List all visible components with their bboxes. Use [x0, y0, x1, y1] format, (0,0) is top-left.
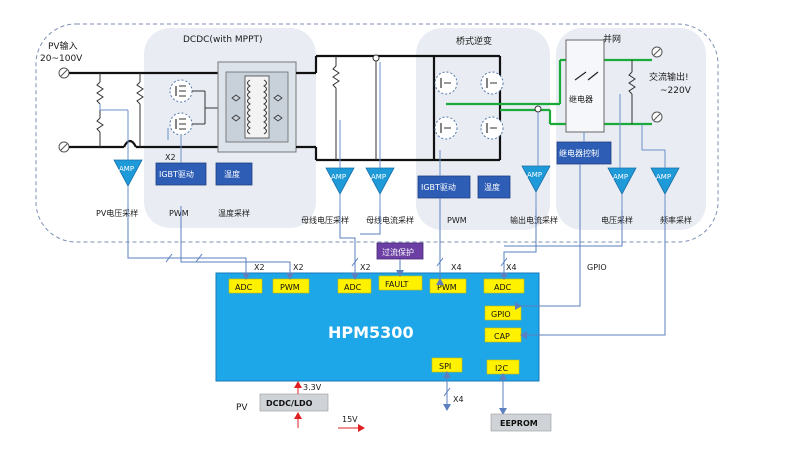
bus-capacitor-resistor: [332, 54, 380, 160]
pin-adc-3-label: ADC: [494, 283, 512, 292]
relay-label: 继电器: [569, 94, 593, 104]
eeprom-block: [490, 413, 552, 432]
amp-pv-voltage-label: AMP: [119, 165, 134, 173]
voltage-sample-label: 电压采样: [601, 215, 633, 225]
bus-slash-marks: [165, 253, 508, 397]
pin-pwm-2-label: PWM: [437, 283, 457, 292]
pwm-left-label: PWM: [169, 209, 189, 218]
bus-count-x4-b: X4: [506, 263, 517, 272]
amp-pv-voltage: AMP: [113, 159, 143, 187]
temp-block-left: [215, 162, 253, 186]
mcu-input-buses: [127, 164, 666, 415]
transformer-block: [217, 61, 297, 153]
bus-count-x2-a: X2: [254, 263, 265, 272]
inverter-mosfet-tr: [480, 71, 504, 95]
amp-output-current: AMP: [521, 165, 551, 193]
pin-gpio: [484, 305, 522, 321]
igbt-driver-mid-label: IGBT驱动: [421, 182, 456, 192]
overcurrent-protection-label: 过流保护: [382, 247, 414, 257]
input-sense-resistors: [96, 73, 144, 147]
pin-gpio-label: GPIO: [491, 310, 511, 319]
grid-section-title: 并网: [603, 33, 621, 45]
bus-voltage-sample-label: 母线电压采样: [301, 215, 349, 225]
inverter-section-title: 桥式逆变: [456, 35, 492, 47]
gpio-line-label: GPIO: [587, 263, 607, 272]
pv-terminal-bottom: [58, 141, 70, 153]
output-current-sample-label: 输出电流采样: [510, 215, 558, 225]
ac-terminal-bottom: [651, 111, 663, 123]
mcu-name: HPM5300: [328, 323, 414, 342]
inverter-mosfet-tl: [434, 71, 458, 95]
v33-label: 3.3V: [303, 383, 322, 392]
pwm-mid-label: PWM: [447, 216, 467, 225]
power-stage-boundary: [35, 23, 719, 243]
frequency-sample-label: 频率采样: [660, 215, 692, 225]
temp-block-mid: [477, 175, 511, 199]
sense-signal-lines: [99, 62, 666, 210]
temp-sample-label: 温度采样: [218, 208, 250, 218]
dcdc-mosfet-bottom: [169, 112, 193, 136]
amp-voltage-label: AMP: [613, 173, 628, 181]
amp-bus-voltage-label: AMP: [331, 173, 346, 181]
amp-output-current-label: AMP: [527, 171, 542, 179]
temp-block-left-label: 温度: [224, 169, 240, 179]
pin-fault-label: FAULT: [385, 280, 409, 289]
ac-output-label: 交流输出!: [649, 71, 689, 83]
dcdc-ldo-label: DCDC/LDO: [266, 399, 313, 408]
amp-bus-current: AMP: [365, 167, 395, 195]
dcdc-section-title: DCDC(with MPPT): [183, 35, 263, 45]
bus-count-x4-spi: X4: [453, 395, 464, 404]
igbt-driver-left-label: IGBT驱动: [159, 169, 194, 179]
pin-adc-2-label: ADC: [344, 283, 362, 292]
v15-label: 15V: [342, 415, 358, 424]
bus-current-sample-label: 母线电流采样: [366, 215, 414, 225]
pin-spi-label: SPI: [439, 362, 451, 371]
relay-block: 继电器: [565, 39, 605, 133]
inverter-mosfet-bl: [434, 116, 458, 140]
pv-terminal-top: [58, 67, 70, 79]
pv-input-range: 20~100V: [40, 54, 83, 64]
pin-pwm-1-label: PWM: [280, 283, 300, 292]
inverter-mosfet-br: [480, 116, 504, 140]
amp-voltage: AMP: [607, 167, 637, 195]
pin-cap-label: CAP: [494, 332, 510, 341]
dcdc-ldo-block: [259, 393, 329, 412]
bus-count-x4-a: X4: [451, 263, 462, 272]
ac-terminal-top: [651, 46, 663, 58]
driver-x2-label: X2: [165, 153, 176, 162]
ac-output-range: ~220V: [660, 86, 692, 96]
pv-input-label: PV输入: [48, 40, 78, 52]
pv-bottom-label: PV: [236, 403, 248, 413]
amp-bus-voltage: AMP: [325, 167, 355, 195]
igbt-driver-mid: [417, 175, 471, 199]
eeprom-label: EEPROM: [500, 419, 538, 428]
temp-block-mid-label: 温度: [484, 182, 500, 192]
pin-adc-1-label: ADC: [235, 283, 253, 292]
pv-voltage-sample-label: PV电压采样: [96, 208, 138, 218]
dcdc-mosfet-top: [169, 79, 193, 103]
bus-count-x2-b: X2: [293, 263, 304, 272]
amp-frequency-label: AMP: [656, 173, 671, 181]
amp-bus-current-label: AMP: [371, 173, 386, 181]
relay-control-label: 继电器控制: [559, 148, 599, 158]
pin-i2c-label: I2C: [495, 364, 508, 373]
dc-input-wiring: [69, 71, 220, 149]
bus-count-x2-c: X2: [360, 263, 371, 272]
